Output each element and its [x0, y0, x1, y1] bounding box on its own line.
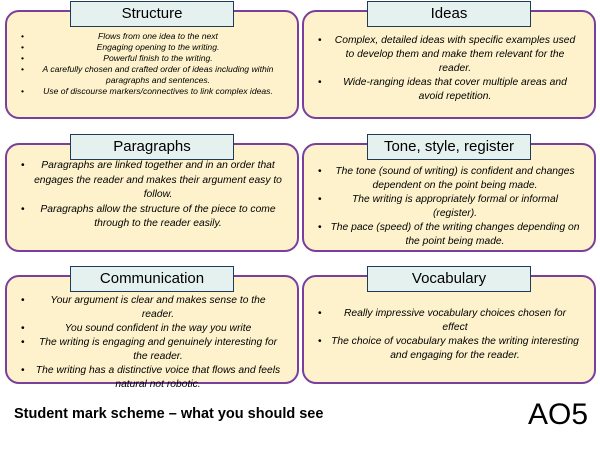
card-title: Vocabulary: [367, 266, 531, 292]
list-item: Paragraphs are linked together and in an…: [21, 159, 283, 203]
list-item: Engaging opening to the writing.: [21, 42, 283, 53]
list-item: Flows from one idea to the next: [21, 31, 283, 42]
list-item: Wide-ranging ideas that cover multiple a…: [318, 76, 580, 104]
list-item: The choice of vocabulary makes the writi…: [318, 335, 580, 363]
card-ideas: Ideas Complex, detailed ideas with speci…: [302, 1, 596, 119]
card-title: Ideas: [367, 1, 531, 27]
footer-caption: Student mark scheme – what you should se…: [14, 406, 324, 422]
card-title: Paragraphs: [70, 134, 234, 160]
list-item: The writing has a distinctive voice that…: [21, 364, 283, 392]
list-item: The pace (speed) of the writing changes …: [318, 221, 580, 249]
point-list: Paragraphs are linked together and in an…: [21, 159, 283, 232]
card-title: Structure: [70, 1, 234, 27]
card-structure: Structure Flows from one idea to the nex…: [5, 1, 299, 119]
card-communication: Communication Your argument is clear and…: [5, 266, 299, 390]
list-item: Complex, detailed ideas with specific ex…: [318, 34, 580, 76]
card-paragraphs: Paragraphs Paragraphs are linked togethe…: [5, 134, 299, 252]
assessment-objective-code: AO5: [527, 398, 588, 431]
list-item: The writing is engaging and genuinely in…: [21, 336, 283, 364]
list-item: The tone (sound of writing) is confident…: [318, 165, 580, 193]
point-list: Complex, detailed ideas with specific ex…: [318, 34, 580, 104]
point-list: The tone (sound of writing) is confident…: [318, 165, 580, 249]
card-title: Communication: [70, 266, 234, 292]
list-item: The writing is appropriately formal or i…: [318, 193, 580, 221]
point-list: Flows from one idea to the next Engaging…: [21, 31, 283, 97]
card-vocabulary: Vocabulary Really impressive vocabulary …: [302, 266, 596, 384]
list-item: You sound confident in the way you write: [21, 322, 283, 336]
card-tone-style-register: Tone, style, register The tone (sound of…: [302, 134, 596, 252]
list-item: A carefully chosen and crafted order of …: [21, 64, 283, 86]
list-item: Use of discourse markers/connectives to …: [21, 86, 283, 97]
list-item: Powerful finish to the writing.: [21, 53, 283, 64]
list-item: Your argument is clear and makes sense t…: [21, 294, 283, 322]
list-item: Really impressive vocabulary choices cho…: [318, 307, 580, 335]
list-item: Paragraphs allow the structure of the pi…: [21, 203, 283, 232]
card-title: Tone, style, register: [367, 134, 531, 160]
point-list: Your argument is clear and makes sense t…: [21, 294, 283, 392]
point-list: Really impressive vocabulary choices cho…: [318, 307, 580, 363]
